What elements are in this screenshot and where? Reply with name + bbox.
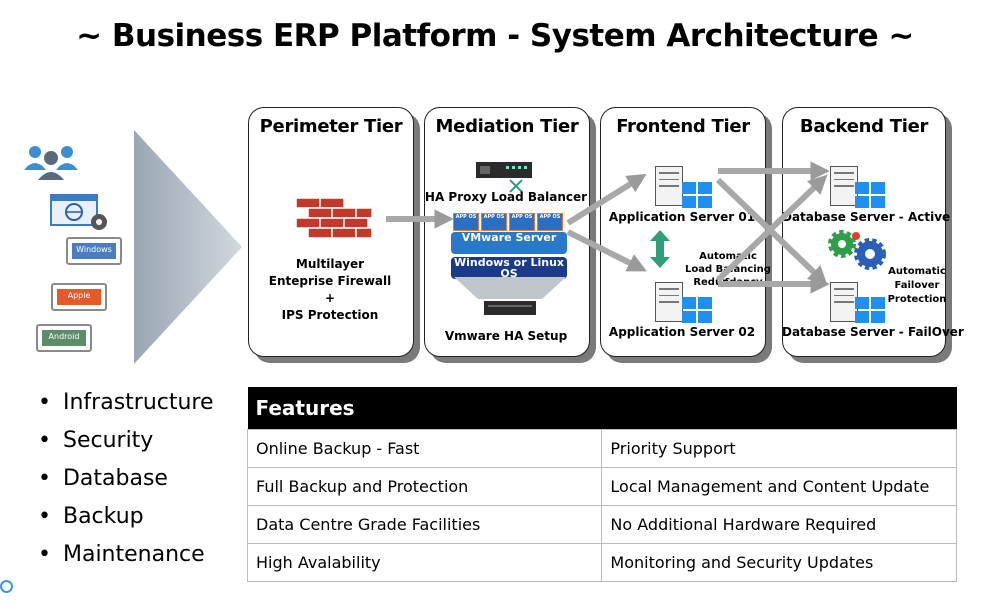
failover-note-1: Automatic bbox=[888, 266, 946, 277]
table-cell: No Additional Hardware Required bbox=[601, 505, 957, 544]
vmware-server-bar: VMware Server bbox=[451, 232, 567, 254]
firewall-icon bbox=[295, 197, 373, 251]
perimeter-tier-title: Perimeter Tier bbox=[259, 116, 403, 137]
users-icon bbox=[22, 142, 82, 182]
ha-proxy-label: HA Proxy Load Balancer bbox=[424, 190, 588, 204]
android-device: Android bbox=[36, 324, 92, 352]
firewall-label-1: Multilayer bbox=[295, 257, 365, 271]
app-server-1-label: Application Server 01 bbox=[608, 210, 756, 224]
features-table: Features Online Backup - Fast Priority S… bbox=[246, 387, 957, 582]
table-row: Data Centre Grade Facilities No Addition… bbox=[246, 505, 957, 544]
firewall-label-3: + bbox=[324, 291, 336, 305]
apple-device-label: Apple bbox=[57, 289, 101, 305]
failover-note-2: Failover bbox=[894, 280, 940, 291]
vm-chip-label-1: APP OS bbox=[455, 214, 477, 220]
circle-marker-icon bbox=[0, 580, 13, 593]
list-item: Database bbox=[38, 460, 214, 498]
vm-chip-label-2: APP OS bbox=[483, 214, 505, 220]
vm-chip-label-4: APP OS bbox=[539, 214, 561, 220]
features-header: Features bbox=[247, 387, 957, 430]
list-item: Security bbox=[38, 422, 214, 460]
db-server-1-icon bbox=[830, 166, 858, 206]
table-cell: High Avalability bbox=[246, 543, 603, 582]
android-device-label: Android bbox=[42, 330, 86, 346]
lb-note-1: Automatic bbox=[699, 251, 757, 262]
lb-note-3: Redundancy bbox=[693, 277, 763, 288]
table-row: Full Backup and Protection Local Managem… bbox=[246, 467, 957, 506]
table-row: High Avalability Monitoring and Security… bbox=[246, 543, 957, 582]
service-list: Infrastructure Security Database Backup … bbox=[38, 384, 214, 574]
vm-chip-3 bbox=[509, 213, 535, 231]
windows-logo-icon-1 bbox=[682, 182, 712, 208]
table-cell: Monitoring and Security Updates bbox=[601, 543, 957, 582]
windows-linux-bar: Windows or Linux OS bbox=[451, 257, 567, 279]
table-cell: Online Backup - Fast bbox=[246, 429, 603, 468]
windows-logo-icon-3 bbox=[855, 182, 885, 208]
table-cell: Full Backup and Protection bbox=[246, 467, 603, 506]
web-browser-icon bbox=[50, 193, 112, 233]
windows-device: Windows bbox=[66, 237, 122, 265]
failover-note-3: Protection bbox=[887, 294, 947, 305]
table-cell: Data Centre Grade Facilities bbox=[246, 505, 603, 544]
table-cell: Local Management and Content Update bbox=[601, 467, 957, 506]
windows-logo-icon-4 bbox=[855, 297, 885, 323]
windows-logo-icon-2 bbox=[682, 297, 712, 323]
mediation-tier-title: Mediation Tier bbox=[435, 116, 579, 137]
ha-funnel bbox=[450, 277, 570, 326]
windows-device-label: Windows bbox=[72, 243, 116, 259]
db-server-2-label: Database Server - FailOver bbox=[782, 325, 964, 339]
page-title: ~ Business ERP Platform - System Archite… bbox=[76, 18, 914, 54]
apple-device: Apple bbox=[51, 283, 107, 311]
db-server-2-icon bbox=[830, 282, 858, 322]
vm-chip-label-3: APP OS bbox=[511, 214, 533, 220]
table-cell: Priority Support bbox=[601, 429, 957, 468]
flow-chevron bbox=[134, 130, 246, 369]
load-balancer-icon bbox=[476, 160, 536, 199]
vm-chip-2 bbox=[481, 213, 507, 231]
vm-chip-4 bbox=[537, 213, 563, 231]
backend-tier-title: Backend Tier bbox=[799, 116, 929, 137]
vmware-ha-label: Vmware HA Setup bbox=[444, 329, 568, 343]
app-server-2-label: Application Server 02 bbox=[608, 325, 756, 339]
sync-arrow-icon bbox=[650, 230, 670, 273]
list-item: Backup bbox=[38, 498, 214, 536]
firewall-label-2: Enteprise Firewall bbox=[268, 274, 392, 288]
app-server-2-icon bbox=[655, 282, 683, 322]
frontend-tier-title: Frontend Tier bbox=[616, 116, 750, 137]
gears-icon bbox=[826, 228, 890, 277]
app-server-1-icon bbox=[655, 166, 683, 206]
list-item: Maintenance bbox=[38, 536, 214, 574]
db-server-1-label: Database Server - Active bbox=[782, 210, 951, 224]
table-row: Online Backup - Fast Priority Support bbox=[246, 429, 957, 468]
list-item: Infrastructure bbox=[38, 384, 214, 422]
firewall-label-4: IPS Protection bbox=[281, 308, 379, 322]
